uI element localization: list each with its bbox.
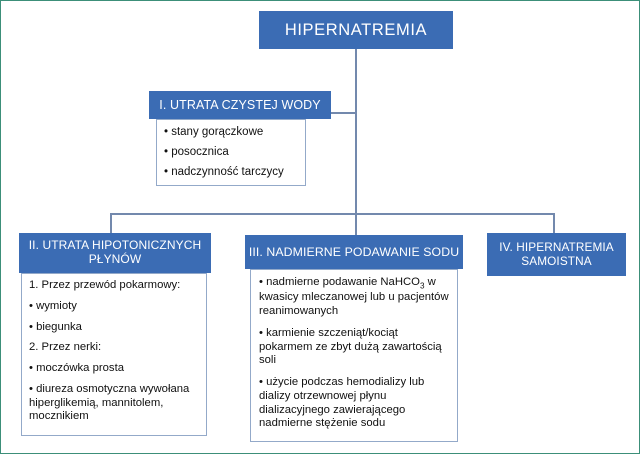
list-item: • posocznica: [164, 146, 229, 159]
node-i[interactable]: I. UTRATA CZYSTEJ WODY • stany gorączkow…: [149, 91, 331, 186]
list-item: • moczówka prosta: [29, 362, 124, 375]
connector-to-box-i: [331, 112, 356, 114]
node-title-header: HIPERNATREMIA: [259, 11, 453, 49]
list-item: • nadczynność tarczycy: [164, 166, 284, 179]
list-item: • stany gorączkowe: [164, 126, 264, 138]
list-item: • biegunka: [29, 320, 82, 333]
node-iii[interactable]: III. NADMIERNE PODAWANIE SODU • nadmiern…: [245, 235, 463, 442]
node-i-body: • stany gorączkowe • posocznica • nadczy…: [156, 119, 306, 186]
list-item: 2. Przez nerki:: [29, 341, 102, 354]
node-iii-header: III. NADMIERNE PODAWANIE SODU: [245, 235, 463, 269]
connector-drop-box-ii: [110, 213, 112, 234]
list-item: • diureza osmotyczna wywołana hiperglike…: [29, 382, 190, 423]
connector-drop-box-iv: [553, 213, 555, 234]
list-item: • karmienie szczeniąt/kociąt pokarmem ze…: [259, 326, 442, 367]
node-iii-body: • nadmierne podawanie NaHCO3 w kwasicy m…: [250, 269, 458, 442]
list-item: • wymioty: [29, 299, 77, 312]
connector-trunk-vertical: [355, 49, 357, 215]
list-item: 1. Przez przewód pokarmowy:: [29, 279, 181, 291]
node-iv[interactable]: IV. HIPERNATREMIA SAMOISTNA: [487, 233, 626, 276]
list-item: • nadmierne podawanie NaHCO3 w kwasicy m…: [259, 276, 449, 317]
list-item: • użycie podczas hemodializy lub dializy…: [259, 376, 425, 430]
node-ii-header: II. UTRATA HIPOTONICZNYCH PŁYNÓW: [19, 233, 211, 273]
node-title[interactable]: HIPERNATREMIA: [259, 11, 453, 49]
connector-horizontal-bus: [110, 213, 554, 215]
connector-drop-box-iii: [355, 213, 357, 236]
node-iv-header: IV. HIPERNATREMIA SAMOISTNA: [487, 233, 626, 276]
node-ii[interactable]: II. UTRATA HIPOTONICZNYCH PŁYNÓW 1. Prze…: [19, 233, 211, 436]
node-i-header: I. UTRATA CZYSTEJ WODY: [149, 91, 331, 119]
node-ii-body: 1. Przez przewód pokarmowy: • wymioty • …: [21, 273, 207, 436]
